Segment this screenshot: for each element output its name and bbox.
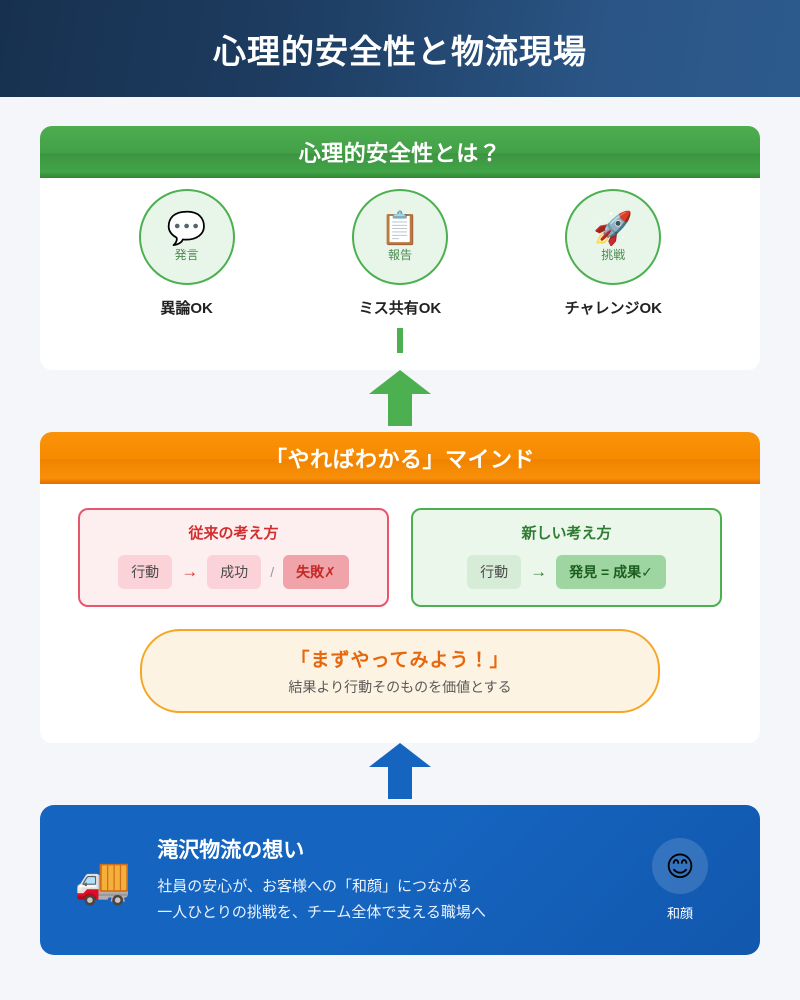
smiling-face-icon: 😊 xyxy=(652,838,708,894)
old-way-separator: / xyxy=(270,564,275,580)
safety-item-caption: チャレンジOK xyxy=(564,299,662,317)
company-message-text: 滝沢物流の想い 社員の安心が、お客様への「和顔」につながる 一人ひとりの挑戦を、… xyxy=(157,834,608,927)
safety-circle-label: 報告 xyxy=(387,247,412,262)
old-way-title: 従来の考え方 xyxy=(188,525,279,542)
green-arrow-row xyxy=(0,370,800,426)
company-message-line-1: 社員の安心が、お客様への「和顔」につながる xyxy=(157,877,472,895)
psychological-safety-card: 心理的安全性とは？ 💬 発言 異論OK 📋 報告 ミス共有OK 🚀 挑戦 チャレ… xyxy=(40,126,760,370)
arrow-head xyxy=(369,370,431,394)
callout-title: 「まずやってみよう！」 xyxy=(290,650,510,671)
speech-balloon-icon: 💬 xyxy=(166,209,207,246)
arrow-right-red-icon: → xyxy=(181,562,199,581)
safety-item-speak-up[interactable]: 💬 発言 異論OK xyxy=(87,188,287,318)
company-message-line-2: 一人ひとりの挑戦を、チーム全体で支える職場へ xyxy=(157,904,486,921)
safety-item-caption: 異論OK xyxy=(160,299,213,317)
arrow-shaft xyxy=(388,392,412,426)
mindset-card-body: 従来の考え方 行動 → 成功 / 失敗✗ 新しい考え方 行動 → 発見 = 成果… xyxy=(40,484,760,743)
safety-circle-label: 挑戦 xyxy=(601,247,626,262)
rocket-icon: 🚀 xyxy=(593,209,634,246)
mindset-card-header: 「やればわかる」マインド xyxy=(40,432,760,484)
safety-circle: 💬 発言 xyxy=(138,188,235,285)
safety-item-caption: ミス共有OK xyxy=(358,299,442,317)
arrow-up-green-icon xyxy=(369,370,431,426)
page-header: 心理的安全性と物流現場 xyxy=(0,0,800,97)
new-way-title: 新しい考え方 xyxy=(521,525,612,542)
green-connector-stub xyxy=(397,328,403,353)
safety-items-row: 💬 発言 異論OK 📋 報告 ミス共有OK 🚀 挑戦 チャレンジOK xyxy=(40,178,760,328)
blue-arrow-row xyxy=(0,743,800,799)
arrow-shaft xyxy=(388,765,412,799)
callout-box: 「まずやってみよう！」 結果より行動そのものを価値とする xyxy=(140,629,660,713)
new-way-action-chip: 行動 xyxy=(467,555,522,589)
arrow-up-blue-icon xyxy=(369,743,431,799)
mindset-card-title: 「やればわかる」マインド xyxy=(264,447,535,472)
safety-card-title: 心理的安全性とは？ xyxy=(298,141,502,166)
old-way-box: 従来の考え方 行動 → 成功 / 失敗✗ xyxy=(78,508,389,607)
company-message-card: 🚚 滝沢物流の想い 社員の安心が、お客様への「和顔」につながる 一人ひとりの挑戦… xyxy=(40,805,760,955)
safety-circle: 📋 報告 xyxy=(351,188,448,285)
callout-subtitle: 結果より行動そのものを価値とする xyxy=(288,679,512,695)
safety-circle-label: 発言 xyxy=(174,247,199,262)
arrow-right-green-icon: → xyxy=(530,562,548,581)
safety-circle: 🚀 挑戦 xyxy=(565,188,662,285)
delivery-truck-icon: 🚚 xyxy=(74,854,132,906)
safety-item-report[interactable]: 📋 報告 ミス共有OK xyxy=(300,188,500,318)
mindset-card: 「やればわかる」マインド 従来の考え方 行動 → 成功 / 失敗✗ 新しい考え方… xyxy=(40,432,760,743)
clipboard-icon: 📋 xyxy=(380,209,420,246)
safety-card-header: 心理的安全性とは？ xyxy=(40,126,760,178)
old-way-chip-row: 行動 → 成功 / 失敗✗ xyxy=(94,555,373,589)
wagan-badge: 😊 和顔 xyxy=(634,838,726,922)
company-message-title: 滝沢物流の想い xyxy=(157,838,305,862)
new-way-box: 新しい考え方 行動 → 発見 = 成果✓ xyxy=(411,508,722,607)
wagan-badge-label: 和顔 xyxy=(666,906,693,921)
old-way-fail-chip: 失敗✗ xyxy=(283,555,349,589)
green-connector-stub-wrap xyxy=(40,328,760,370)
old-way-success-chip: 成功 xyxy=(207,555,262,589)
mindset-compare-row: 従来の考え方 行動 → 成功 / 失敗✗ 新しい考え方 行動 → 発見 = 成果… xyxy=(78,508,722,607)
safety-item-challenge[interactable]: 🚀 挑戦 チャレンジOK xyxy=(513,188,713,318)
page-title: 心理的安全性と物流現場 xyxy=(213,32,587,70)
old-way-action-chip: 行動 xyxy=(118,555,173,589)
new-way-chip-row: 行動 → 発見 = 成果✓ xyxy=(427,555,706,589)
arrow-head xyxy=(369,743,431,767)
new-way-result-chip: 発見 = 成果✓ xyxy=(556,555,666,589)
